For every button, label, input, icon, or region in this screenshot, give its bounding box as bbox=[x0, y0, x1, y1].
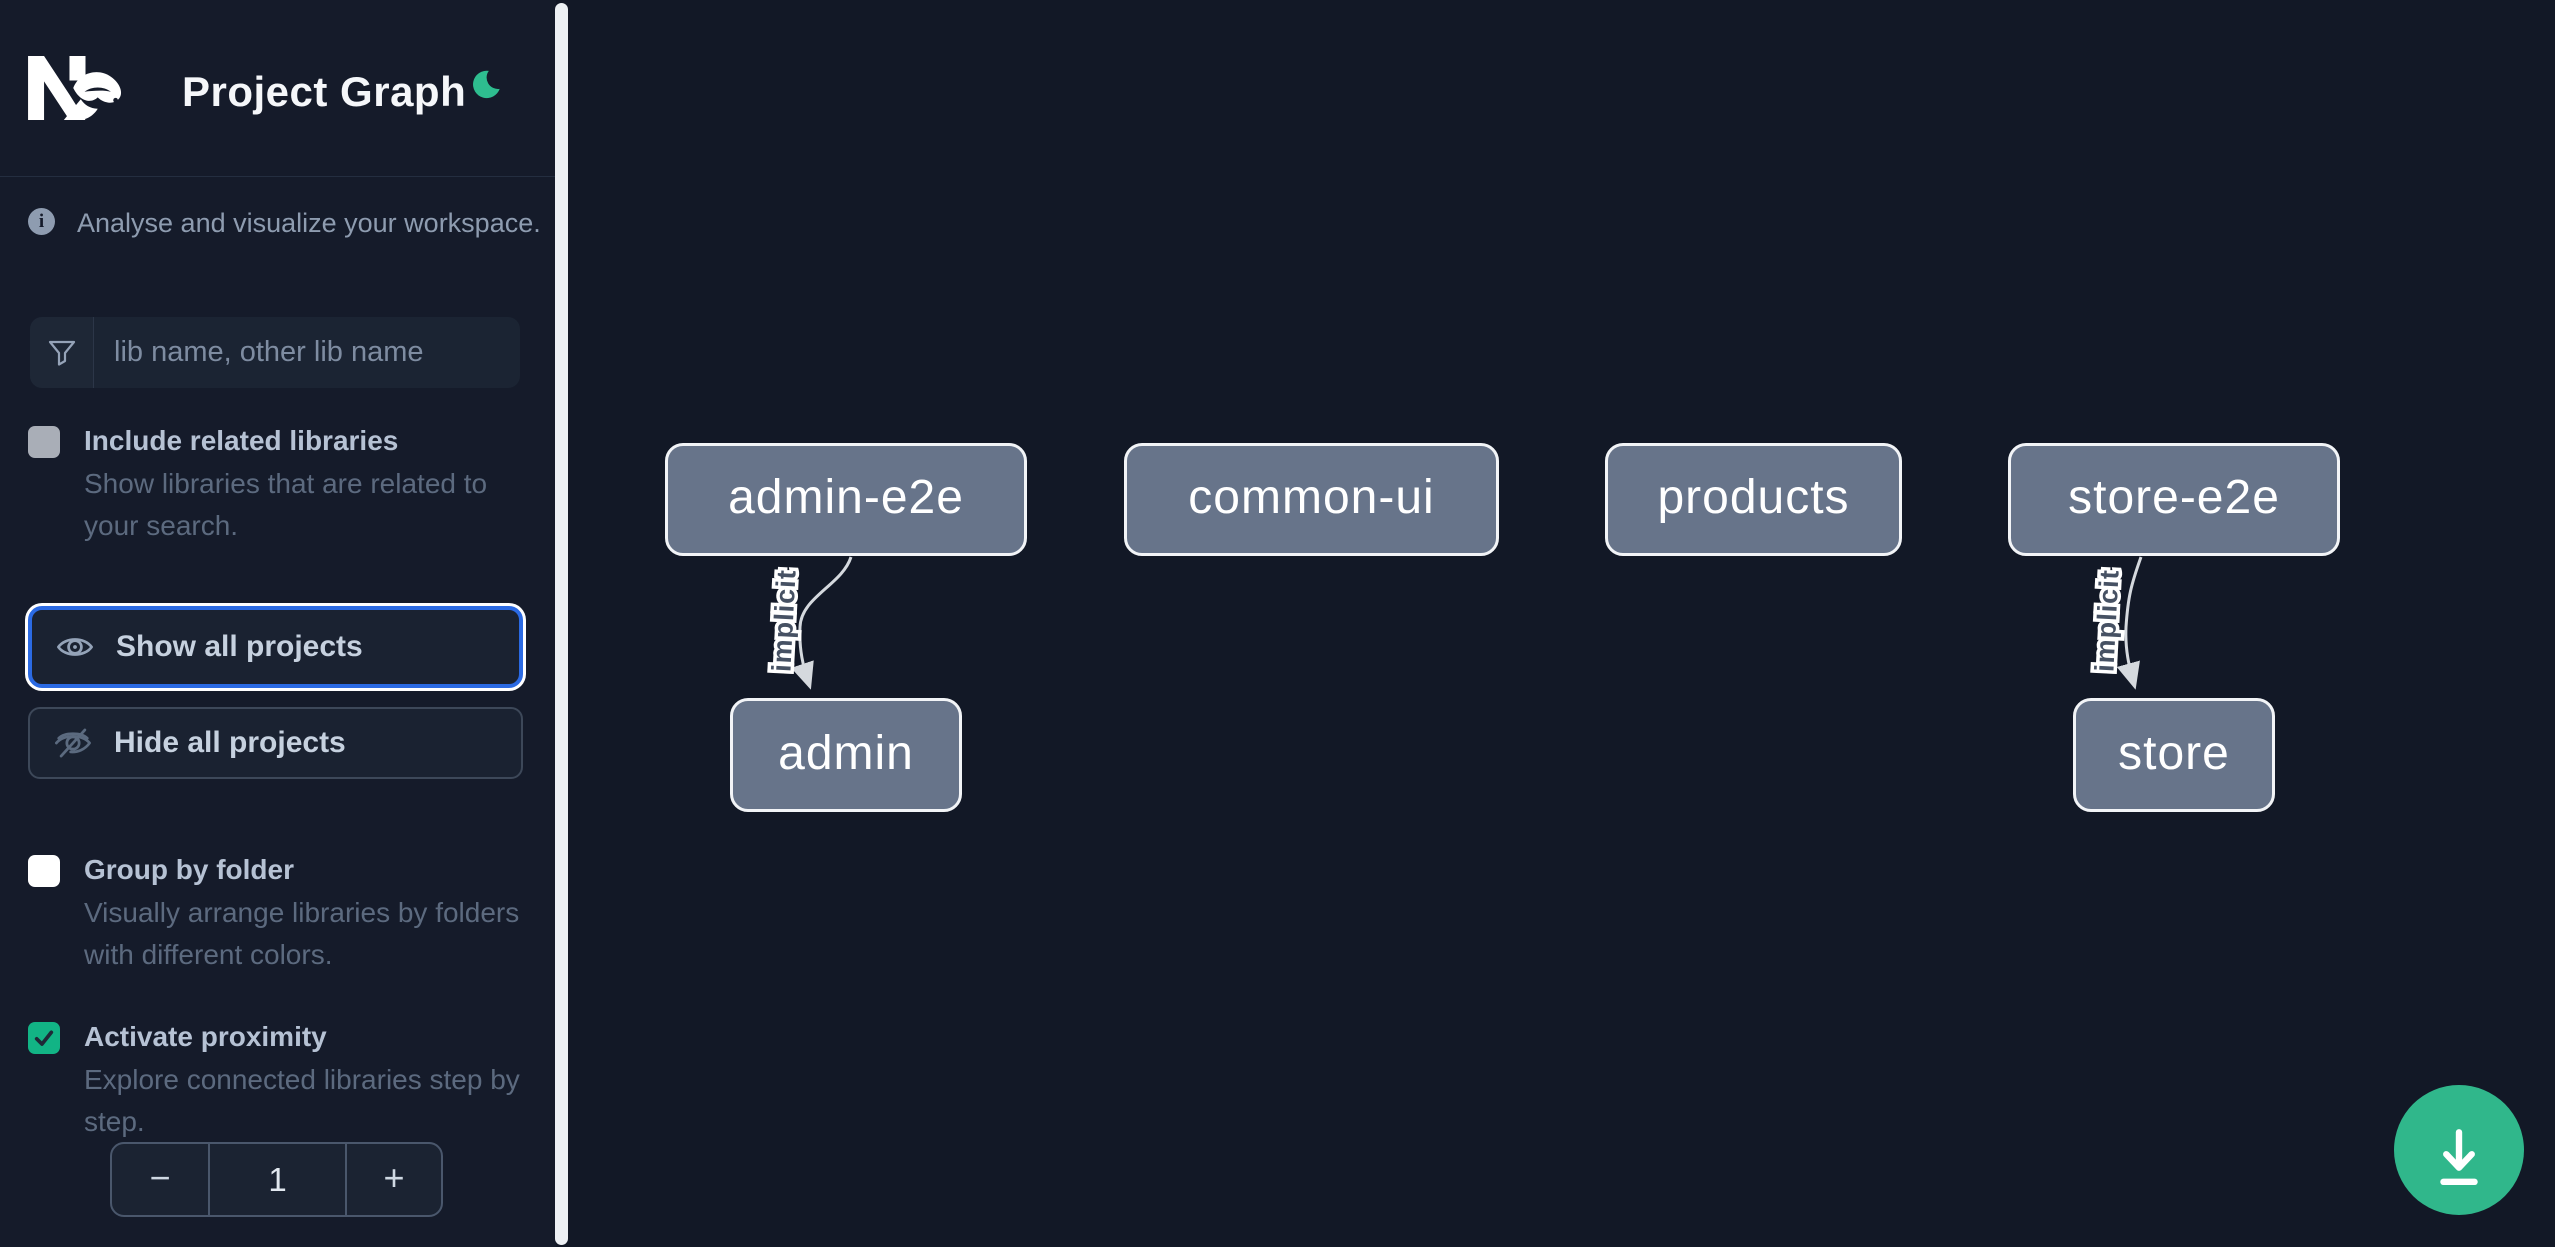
proximity-depth-stepper: − + bbox=[110, 1142, 443, 1217]
graph-node-store[interactable]: store bbox=[2073, 698, 2275, 812]
eye-icon bbox=[57, 638, 93, 656]
include-related-description: Show libraries that are related to your … bbox=[84, 468, 488, 541]
app-title: Project Graph bbox=[182, 68, 467, 115]
option-include-related-libraries: Include related libraries Show libraries… bbox=[28, 424, 528, 547]
eye-off-icon bbox=[55, 728, 91, 758]
graph-node-admin-e2e[interactable]: admin-e2e bbox=[665, 443, 1027, 556]
include-related-checkbox[interactable] bbox=[28, 426, 60, 458]
edge-label-implicit-store: implicit bbox=[2089, 569, 2124, 673]
option-text: Activate proximity Explore connected lib… bbox=[84, 1020, 546, 1143]
graph-node-products[interactable]: products bbox=[1605, 443, 1902, 556]
include-related-label[interactable]: Include related libraries bbox=[84, 425, 399, 456]
activate-proximity-label[interactable]: Activate proximity bbox=[84, 1021, 327, 1052]
group-by-folder-checkbox[interactable] bbox=[28, 855, 60, 887]
funnel-icon bbox=[48, 340, 75, 366]
nx-logo bbox=[28, 56, 122, 120]
download-graph-button[interactable] bbox=[2394, 1085, 2524, 1215]
proximity-depth-input[interactable] bbox=[208, 1144, 347, 1215]
edge-label-implicit-admin: implicit bbox=[766, 569, 801, 673]
show-all-projects-button[interactable]: Show all projects bbox=[28, 606, 523, 688]
edge-store-e2e-to-store bbox=[2116, 556, 2143, 690]
group-by-folder-label[interactable]: Group by folder bbox=[84, 854, 294, 885]
graph-node-admin[interactable]: admin bbox=[730, 698, 962, 812]
option-text: Include related libraries Show libraries… bbox=[84, 424, 546, 547]
proximity-increment-button[interactable]: + bbox=[347, 1144, 441, 1215]
group-by-folder-description: Visually arrange libraries by folders wi… bbox=[84, 897, 520, 970]
intro-row: i Analyse and visualize your workspace. bbox=[28, 207, 541, 240]
graph-node-common-ui[interactable]: common-ui bbox=[1124, 443, 1499, 556]
graph-node-store-e2e[interactable]: store-e2e bbox=[2008, 443, 2340, 556]
option-text: Group by folder Visually arrange librari… bbox=[84, 853, 546, 976]
edge-admin-e2e-to-admin bbox=[790, 556, 853, 690]
activate-proximity-checkbox[interactable] bbox=[28, 1022, 60, 1054]
info-icon: i bbox=[28, 208, 55, 235]
sidebar: Project Graph i Analyse and visualize yo… bbox=[0, 0, 556, 1247]
funnel-cell bbox=[30, 317, 94, 388]
download-icon bbox=[2440, 1129, 2478, 1186]
show-all-projects-label: Show all projects bbox=[116, 630, 363, 663]
intro-text: Analyse and visualize your workspace. bbox=[77, 208, 541, 238]
option-activate-proximity: Activate proximity Explore connected lib… bbox=[28, 1020, 528, 1143]
activate-proximity-description: Explore connected libraries step by step… bbox=[84, 1064, 520, 1137]
proximity-decrement-button[interactable]: − bbox=[112, 1144, 208, 1215]
sidebar-header: Project Graph bbox=[0, 0, 556, 177]
sidebar-scrollbar-thumb[interactable] bbox=[555, 3, 568, 1245]
hide-all-projects-button[interactable]: Hide all projects bbox=[28, 707, 523, 779]
option-group-by-folder: Group by folder Visually arrange librari… bbox=[28, 853, 528, 976]
search-box bbox=[30, 317, 520, 388]
search-input[interactable] bbox=[94, 317, 520, 388]
theme-toggle-button[interactable] bbox=[462, 62, 510, 110]
hide-all-projects-label: Hide all projects bbox=[114, 726, 346, 759]
moon-icon bbox=[473, 70, 500, 99]
check-icon bbox=[34, 1030, 54, 1046]
